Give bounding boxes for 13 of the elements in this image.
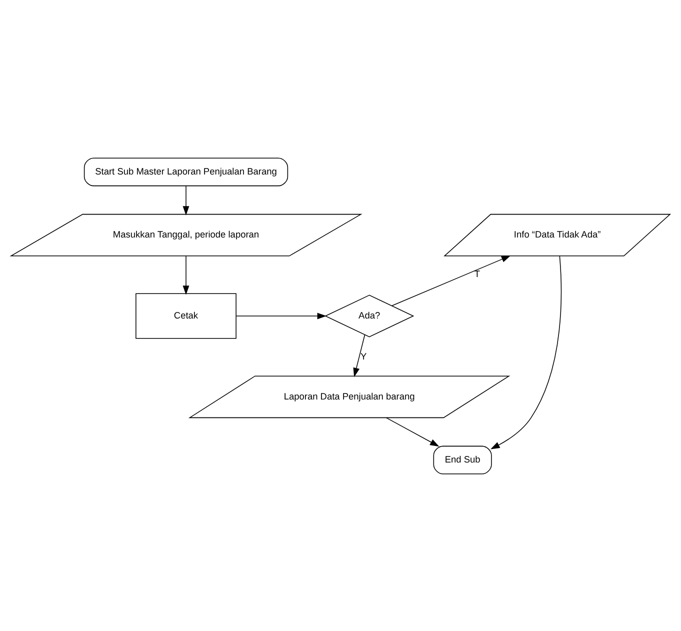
arrow — [353, 334, 366, 377]
arrow — [236, 312, 327, 319]
arrow — [490, 255, 562, 449]
node-box: End Sub — [433, 445, 492, 474]
node-box: Cetak — [136, 292, 236, 338]
arrow — [182, 255, 190, 294]
arrow — [392, 255, 511, 306]
arrow — [182, 185, 190, 215]
arrow — [386, 416, 440, 446]
node-box: Start Sub Master Laporan Penjualan Barang — [84, 157, 288, 186]
edge-label: T — [474, 268, 480, 279]
node-diamond: Ada? — [324, 294, 414, 337]
edge-label: Y — [360, 351, 367, 362]
